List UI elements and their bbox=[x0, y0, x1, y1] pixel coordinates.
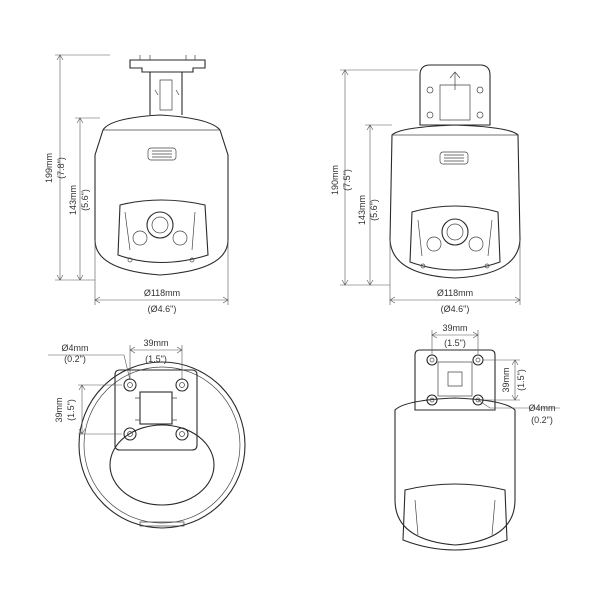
front-height-total-in: (7.8") bbox=[56, 157, 66, 179]
front-height-total: 199mm bbox=[44, 153, 54, 183]
back-spacing-y-in: (1.5") bbox=[516, 369, 526, 391]
back-view: 39mm (1.5") 39mm (1.5") Ø4mm (0.2") bbox=[394, 323, 560, 551]
side-height-body: 143mm bbox=[357, 195, 367, 225]
top-view: 39mm (1.5") Ø4mm (0.2") 39mm (1.5") bbox=[48, 338, 246, 529]
back-hole-in: (0.2") bbox=[531, 415, 553, 425]
top-hole: Ø4mm bbox=[62, 343, 89, 353]
side-width-in: (Ø4.6") bbox=[441, 304, 470, 314]
side-height-total: 190mm bbox=[330, 165, 340, 195]
front-width: Ø118mm bbox=[144, 288, 180, 298]
side-height-body-in: (5.6") bbox=[369, 199, 379, 221]
side-width: Ø118mm bbox=[437, 288, 473, 298]
top-spacing-x-in: (1.5") bbox=[145, 354, 167, 364]
side-view: 190mm (7.5") 143mm (5.6") Ø118mm (Ø4.6") bbox=[330, 64, 521, 314]
top-spacing-y: 39mm bbox=[54, 397, 64, 422]
front-view: 199mm (7.8") 143mm (5.6") Ø118mm (Ø4.6") bbox=[44, 54, 229, 314]
top-spacing-y-in: (1.5") bbox=[66, 399, 76, 421]
top-hole-in: (0.2") bbox=[64, 354, 86, 364]
front-width-in: (Ø4.6") bbox=[148, 304, 177, 314]
front-height-body: 143mm bbox=[68, 185, 78, 215]
back-spacing-x: 39mm bbox=[442, 323, 467, 333]
back-spacing-x-in: (1.5") bbox=[444, 338, 466, 348]
back-spacing-y: 39mm bbox=[501, 367, 511, 392]
back-hole: Ø4mm bbox=[529, 403, 556, 413]
top-spacing-x: 39mm bbox=[143, 338, 168, 348]
side-height-total-in: (7.5") bbox=[342, 169, 352, 191]
front-height-body-in: (5.6") bbox=[80, 189, 90, 211]
